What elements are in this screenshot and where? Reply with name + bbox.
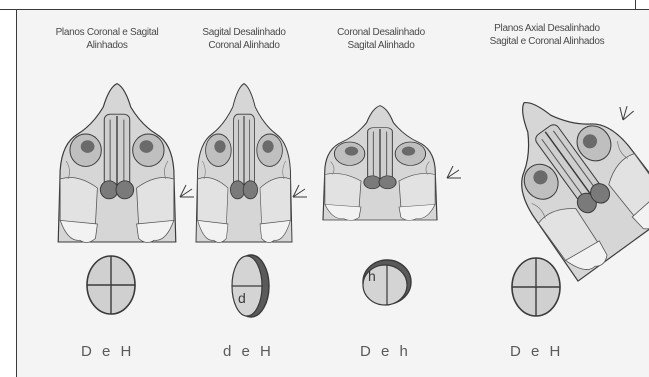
skull-panel-4 — [475, 67, 649, 282]
axes-icon-2 — [293, 185, 307, 197]
panel-2-caption: d e H — [223, 343, 274, 360]
panel-3-caption: D e h — [360, 343, 411, 360]
top-right-tick — [635, 0, 636, 9]
skull-panel-3 — [323, 106, 437, 221]
skull-panel-2 — [196, 84, 292, 243]
ellipse-panel-4 — [512, 258, 560, 316]
axes-icon-3 — [447, 166, 461, 178]
ellipse-letter-h: h — [368, 268, 376, 284]
top-border — [0, 0, 649, 10]
ellipse-panel-2 — [232, 255, 269, 317]
axes-icon-1 — [180, 185, 194, 197]
illustrations — [17, 10, 649, 377]
skull-panel-1 — [58, 84, 176, 243]
ellipse-letter-d: d — [238, 290, 246, 306]
axes-icon-4 — [615, 102, 633, 120]
panel-1-caption: D e H — [81, 343, 134, 360]
sinus-alignment-figure: Planos Coronal e Sagital Alinhados Sagit… — [17, 10, 649, 377]
panel-4-caption: D e H — [510, 343, 563, 360]
ellipse-panel-1 — [87, 256, 135, 314]
